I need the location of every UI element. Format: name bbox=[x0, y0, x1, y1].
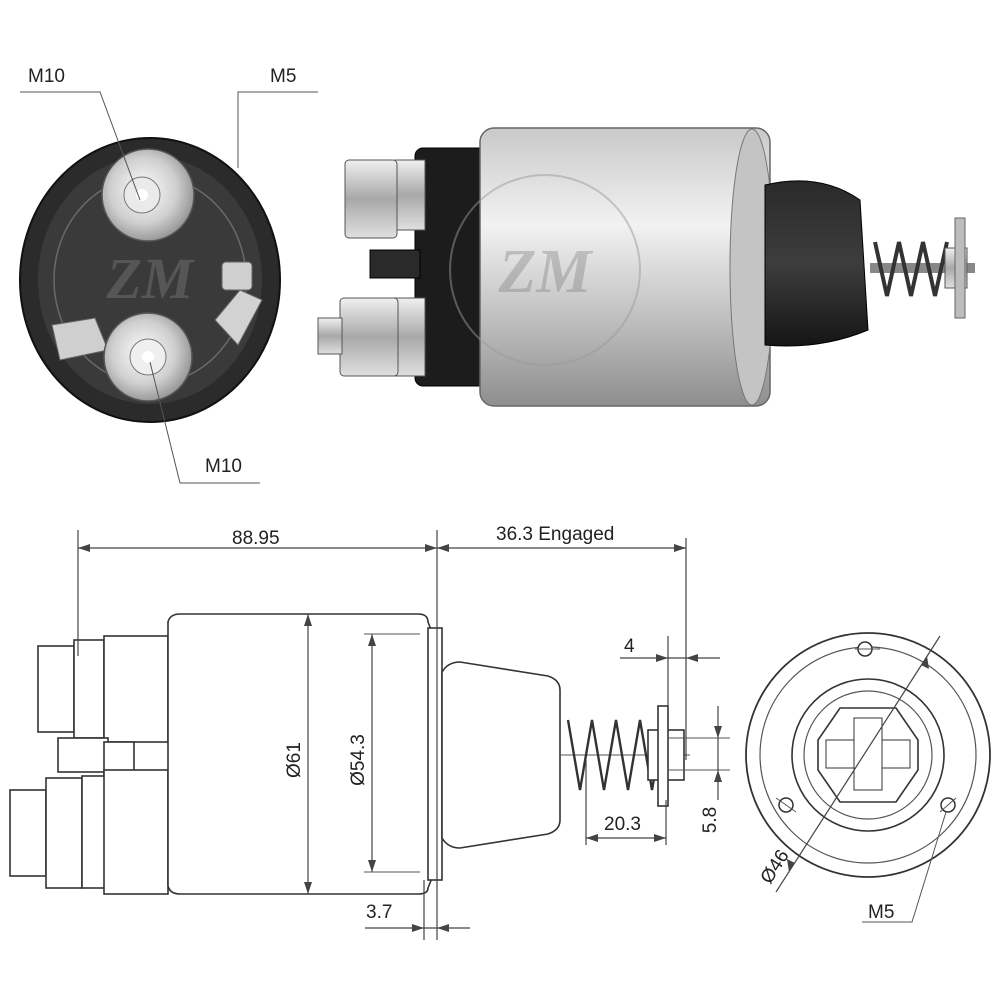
mounting-hole bbox=[855, 641, 880, 657]
mounting-hole bbox=[939, 797, 957, 813]
svg-text:ZM: ZM bbox=[498, 238, 594, 306]
dim-flange-label: 3.7 bbox=[366, 902, 392, 923]
dim-inner-diameter-label: Ø54.3 bbox=[348, 734, 369, 786]
dimension-lines bbox=[77, 530, 730, 940]
m5-terminal bbox=[214, 261, 263, 346]
callout-m5-top: M5 bbox=[270, 66, 296, 87]
callout-m5-rear: M5 bbox=[868, 902, 894, 923]
upper-m10-terminal bbox=[101, 148, 195, 242]
callout-m10-bottom: M10 bbox=[205, 456, 242, 477]
dim-plunger-diameter-label: 5.8 bbox=[700, 807, 721, 833]
callout-leaders-top bbox=[20, 91, 318, 484]
callout-m10-top: M10 bbox=[28, 66, 65, 87]
dim-plunger-length-label: 20.3 bbox=[604, 814, 641, 835]
watermark-logo: ZM bbox=[106, 246, 196, 311]
dim-outer-diameter-label: Ø61 bbox=[284, 742, 305, 778]
side-dimension-drawing bbox=[9, 613, 690, 895]
dim-plunger-tip-label: 4 bbox=[624, 636, 635, 657]
end-view-photo: ZM bbox=[19, 137, 281, 423]
dim-engaged-label: 36.3 Engaged bbox=[496, 524, 614, 545]
dim-bolt-circle-label: Ø46 bbox=[757, 846, 794, 888]
side-view-photo: ZM bbox=[317, 127, 975, 407]
dim-length-label: 88.95 bbox=[232, 528, 280, 549]
rear-view-drawing bbox=[745, 632, 991, 923]
lower-m10-terminal bbox=[51, 312, 193, 402]
mounting-hole bbox=[775, 797, 797, 813]
